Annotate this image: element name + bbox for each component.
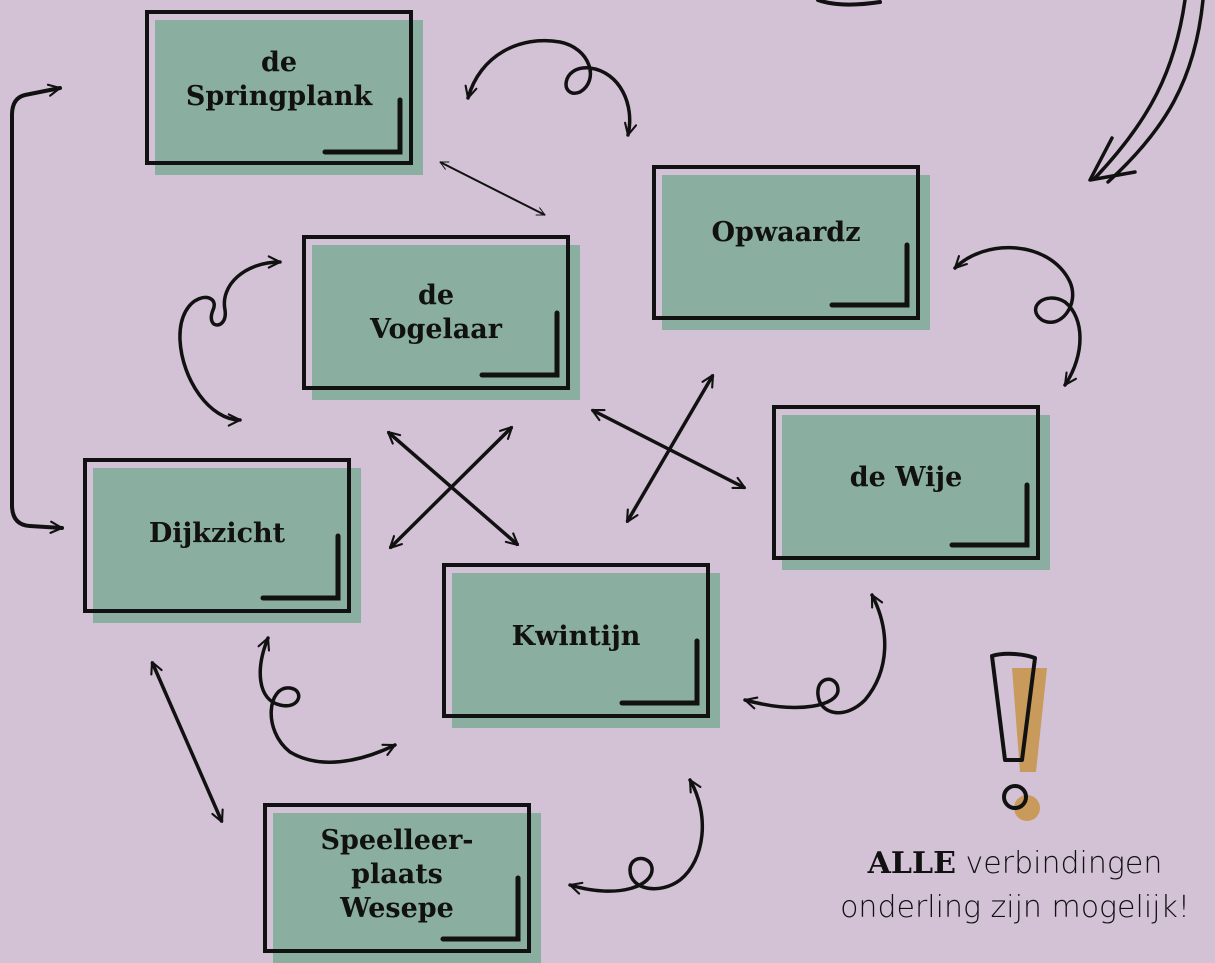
arrow-dijkzicht-vogelaar [388,425,514,550]
arrow-kwintijn-opwaardz [625,373,715,524]
node-frame [772,405,1040,560]
node-dijkzicht: Dijkzicht [83,458,361,623]
node-frame [145,10,413,165]
node-label: Dijkzicht [148,517,286,549]
note-emphasis: ALLE [867,846,956,881]
arrow-dijkzicht-kwintijn [257,636,397,764]
note-line-1: ALLE verbindingen [830,842,1200,886]
node-label: Opwaardz [711,216,861,248]
node-kwintijn: Kwintijn [442,563,720,728]
node-label: de Wije [849,461,963,493]
top-cutoff-mark [816,0,882,7]
note-line-2: onderling zijn mogelijk! [840,889,1190,925]
node-frame [263,803,531,953]
arrow-springplank-dijkzicht [10,83,64,534]
arrow-vogelaar-dijkzicht [178,255,282,427]
swoosh-arrow-head [1088,136,1137,182]
arrow-kwintijn-speelleerplaats [568,778,704,895]
node-frame [442,563,710,718]
arrow-opwaardz-wije [953,245,1082,387]
node-wije: de Wije [772,405,1050,570]
swoosh-arrow-inner [1106,0,1205,184]
arrow-springplank-opwaardz [464,38,638,137]
exclamation-icon [990,651,1047,821]
node-frame [83,458,351,613]
node-frame [302,235,570,390]
node-label: Kwintijn [511,620,641,652]
node-opwaardz: Opwaardz [652,165,930,330]
arrow-wije-kwintijn [743,593,887,715]
arrow-dijkzicht-speelleerplaats [150,660,224,824]
arrow-springplank-vogelaar [439,161,546,216]
node-frame [652,165,920,320]
arrow-vogelaar-kwintijn [386,430,520,547]
note-line-1-rest: verbindingen [956,846,1163,881]
swoosh-arrow [1093,0,1187,180]
node-fill [155,20,423,175]
connections-note: ALLE verbindingen onderling zijn mogelij… [830,842,1200,929]
